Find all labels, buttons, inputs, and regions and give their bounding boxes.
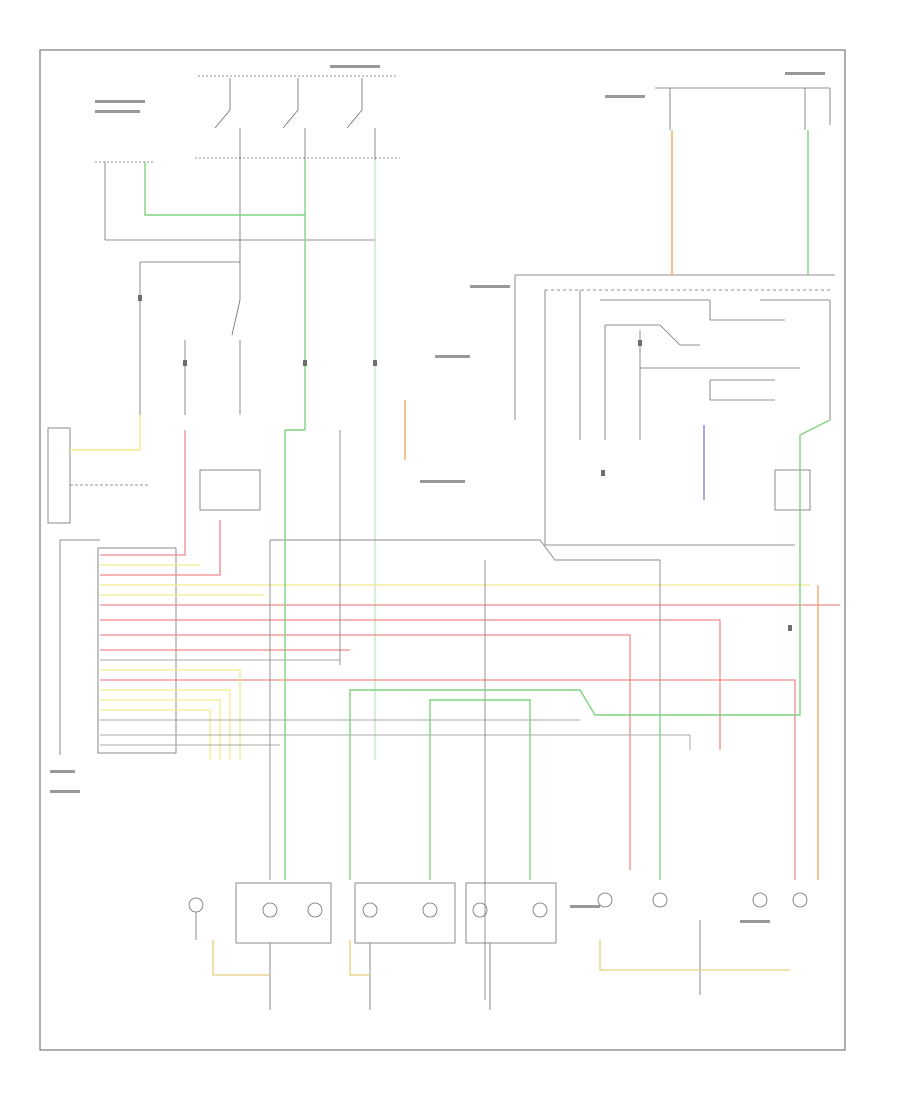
- right-fuse-area: [514, 87, 835, 546]
- harness-yellow-wires: [100, 564, 810, 760]
- label-marks: [50, 65, 825, 923]
- fuse-markers: [138, 295, 792, 631]
- green-wires-top: [144, 160, 306, 431]
- long-green-wires: [284, 419, 831, 880]
- top-switch-area: [95, 75, 400, 415]
- harness-gray-wires: [100, 659, 691, 750]
- diagram-frame: [39, 49, 846, 1051]
- bottom-components: [188, 882, 808, 1010]
- long-gray-wires: [269, 430, 661, 1000]
- bottom-tan-wires: [212, 940, 790, 976]
- harness-red-wires: [100, 430, 840, 880]
- left-connector: [47, 427, 261, 755]
- yellow-wire-left: [70, 415, 141, 451]
